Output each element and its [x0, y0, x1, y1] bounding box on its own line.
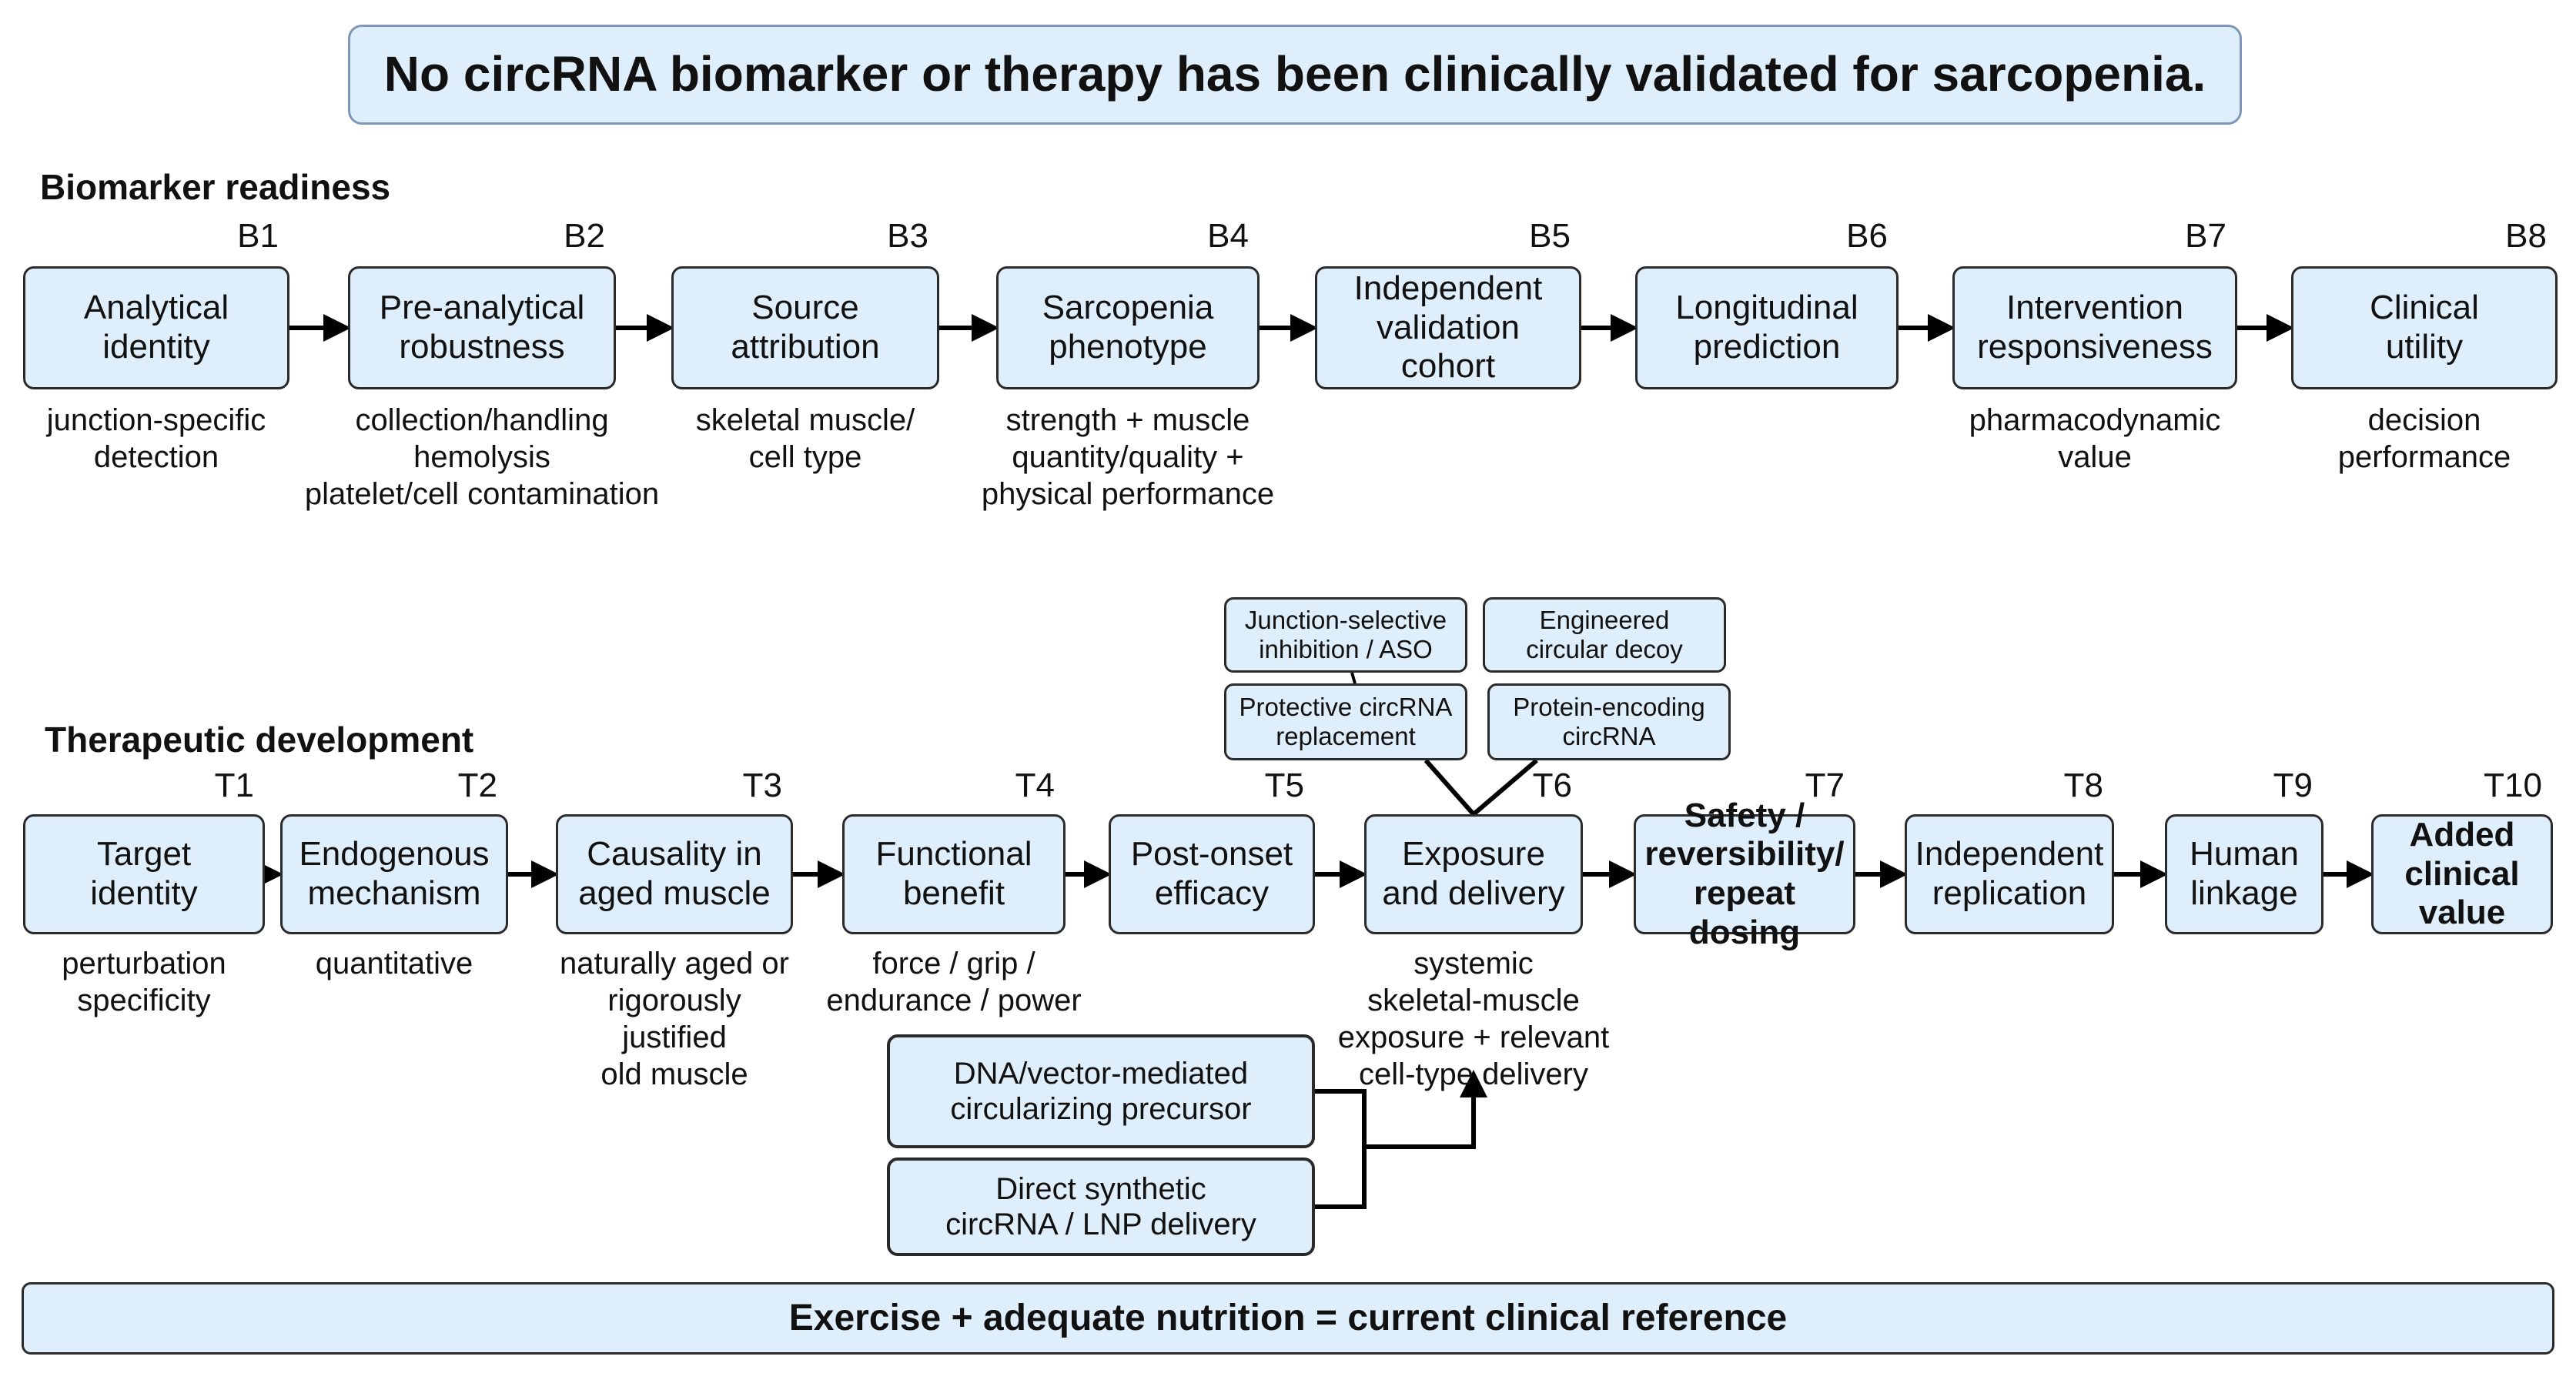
biomarker-step-name: Intervention responsiveness: [1977, 289, 2213, 366]
biomarker-step-name: Independent validation cohort: [1353, 269, 1543, 386]
therapeutic-step-id: T2: [457, 767, 497, 804]
biomarker-step-box: Clinical utility: [2291, 266, 2558, 389]
therapeutic-step-note: force / grip / endurance / power: [826, 947, 1082, 1017]
biomarker-step-note: skeletal muscle/ cell type: [695, 403, 915, 474]
modality-label: Protective circRNA replacement: [1239, 693, 1453, 750]
header-text: No circRNA biomarker or therapy has been…: [383, 46, 2206, 102]
biomarker-step-name: Clinical utility: [2370, 289, 2479, 366]
header-banner: No circRNA biomarker or therapy has been…: [348, 25, 2242, 125]
therapeutic-step-name: Target identity: [90, 835, 198, 912]
biomarker-step-name: Pre-analytical robustness: [379, 289, 585, 366]
therapeutic-step-box: Added clinical value: [2371, 814, 2553, 934]
therapeutic-step-id: T5: [1264, 767, 1304, 804]
biomarker-step-id: B6: [1846, 217, 1888, 255]
therapeutic-step-box: Human linkage: [2165, 814, 2323, 934]
therapeutic-step-box: Causality in aged muscle: [556, 814, 793, 934]
biomarker-step-box: Pre-analytical robustness: [348, 266, 616, 389]
therapeutic-step-id: T9: [2273, 767, 2313, 804]
modality-label: Junction-selective inhibition / ASO: [1244, 606, 1447, 663]
modality-box: Junction-selective inhibition / ASO: [1224, 597, 1467, 673]
therapeutic-step-note: perturbation specificity: [62, 947, 226, 1017]
biomarker-step-id: B8: [2505, 217, 2547, 255]
biomarker-step-note: strength + muscle quantity/quality + phy…: [981, 403, 1275, 511]
biomarker-step-name: Analytical identity: [83, 289, 229, 366]
therapeutic-step-name: Exposure and delivery: [1382, 835, 1565, 912]
therapeutic-step-id: T4: [1015, 767, 1055, 804]
biomarker-step-name: Longitudinal prediction: [1675, 289, 1858, 366]
biomarker-step-note: collection/handling hemolysis platelet/c…: [304, 403, 660, 511]
therapeutic-step-box: Endogenous mechanism: [280, 814, 508, 934]
therapeutic-step-note: naturally aged or rigorously justified o…: [560, 947, 789, 1091]
therapeutic-step-box: Functional benefit: [842, 814, 1066, 934]
therapeutic-step-id: T6: [1532, 767, 1572, 804]
biomarker-step-id: B5: [1529, 217, 1571, 255]
biomarker-step-note: junction-specific detection: [46, 403, 266, 474]
biomarker-step-id: B2: [564, 217, 605, 255]
biomarker-step-note: decision performance: [2337, 403, 2511, 474]
biomarker-title: Biomarker readiness: [40, 167, 391, 207]
therapeutic-step-note: systemic skeletal-muscle exposure + rele…: [1337, 947, 1610, 1091]
therapeutic-step-id: T10: [2484, 767, 2542, 804]
therapeutic-step-name: Post-onset efficacy: [1130, 835, 1293, 912]
therapeutic-step-id: T7: [1805, 767, 1845, 804]
therapeutic-step-id: T1: [214, 767, 254, 804]
modality-link: [1423, 759, 1476, 816]
biomarker-step-name: Sarcopenia phenotype: [1042, 289, 1214, 366]
therapeutic-title: Therapeutic development: [45, 720, 474, 760]
therapeutic-step-id: T3: [742, 767, 782, 804]
therapeutic-step-name: Added clinical value: [2404, 816, 2520, 932]
delivery-link: [1364, 1070, 1487, 1149]
footer-text: Exercise + adequate nutrition = current …: [788, 1298, 1788, 1339]
therapeutic-step-name: Causality in aged muscle: [578, 835, 771, 912]
therapeutic-step-note: quantitative: [315, 947, 473, 980]
modality-label: Protein-encoding circRNA: [1513, 693, 1705, 750]
biomarker-step-name: Source attribution: [731, 289, 880, 366]
modality-label: Engineered circular decoy: [1526, 606, 1683, 663]
biomarker-step-box: Source attribution: [671, 266, 939, 389]
biomarker-step-box: Sarcopenia phenotype: [996, 266, 1260, 389]
biomarker-step-id: B7: [2185, 217, 2226, 255]
biomarker-step-box: Longitudinal prediction: [1635, 266, 1899, 389]
delivery-route-label: Direct synthetic circRNA / LNP delivery: [945, 1172, 1256, 1241]
therapeutic-step-box: Post-onset efficacy: [1109, 814, 1315, 934]
therapeutic-step-box: Independent replication: [1905, 814, 2114, 934]
therapeutic-step-name: Independent replication: [1915, 835, 2104, 912]
biomarker-step-id: B1: [237, 217, 279, 255]
delivery-route-label: DNA/vector-mediated circularizing precur…: [950, 1057, 1252, 1126]
biomarker-step-id: B3: [887, 217, 928, 255]
modality-box: Protein-encoding circRNA: [1487, 683, 1731, 760]
biomarker-step-box: Intervention responsiveness: [1952, 266, 2237, 389]
biomarker-step-box: Independent validation cohort: [1315, 266, 1581, 389]
delivery-route-box: Direct synthetic circRNA / LNP delivery: [887, 1158, 1315, 1256]
therapeutic-step-name: Endogenous mechanism: [299, 835, 490, 912]
therapeutic-step-name: Safety / reversibility/ repeat dosing: [1644, 796, 1845, 951]
therapeutic-step-id: T8: [2063, 767, 2103, 804]
modality-link: [1350, 672, 1357, 684]
delivery-route-box: DNA/vector-mediated circularizing precur…: [887, 1034, 1315, 1148]
footer-banner: Exercise + adequate nutrition = current …: [22, 1282, 2554, 1355]
modality-box: Protective circRNA replacement: [1224, 683, 1467, 760]
biomarker-step-id: B4: [1207, 217, 1249, 255]
therapeutic-step-box: Safety / reversibility/ repeat dosing: [1634, 797, 1855, 951]
therapeutic-step-name: Functional benefit: [875, 835, 1032, 912]
biomarker-step-note: pharmacodynamic value: [1969, 403, 2221, 474]
biomarker-step-box: Analytical identity: [23, 266, 289, 389]
therapeutic-step-box: Exposure and delivery: [1364, 814, 1583, 934]
modality-link: [1472, 758, 1538, 817]
modality-box: Engineered circular decoy: [1483, 597, 1726, 673]
therapeutic-step-name: Human linkage: [2190, 835, 2299, 912]
delivery-link: [1315, 1089, 1367, 1209]
therapeutic-step-box: Target identity: [23, 814, 265, 934]
